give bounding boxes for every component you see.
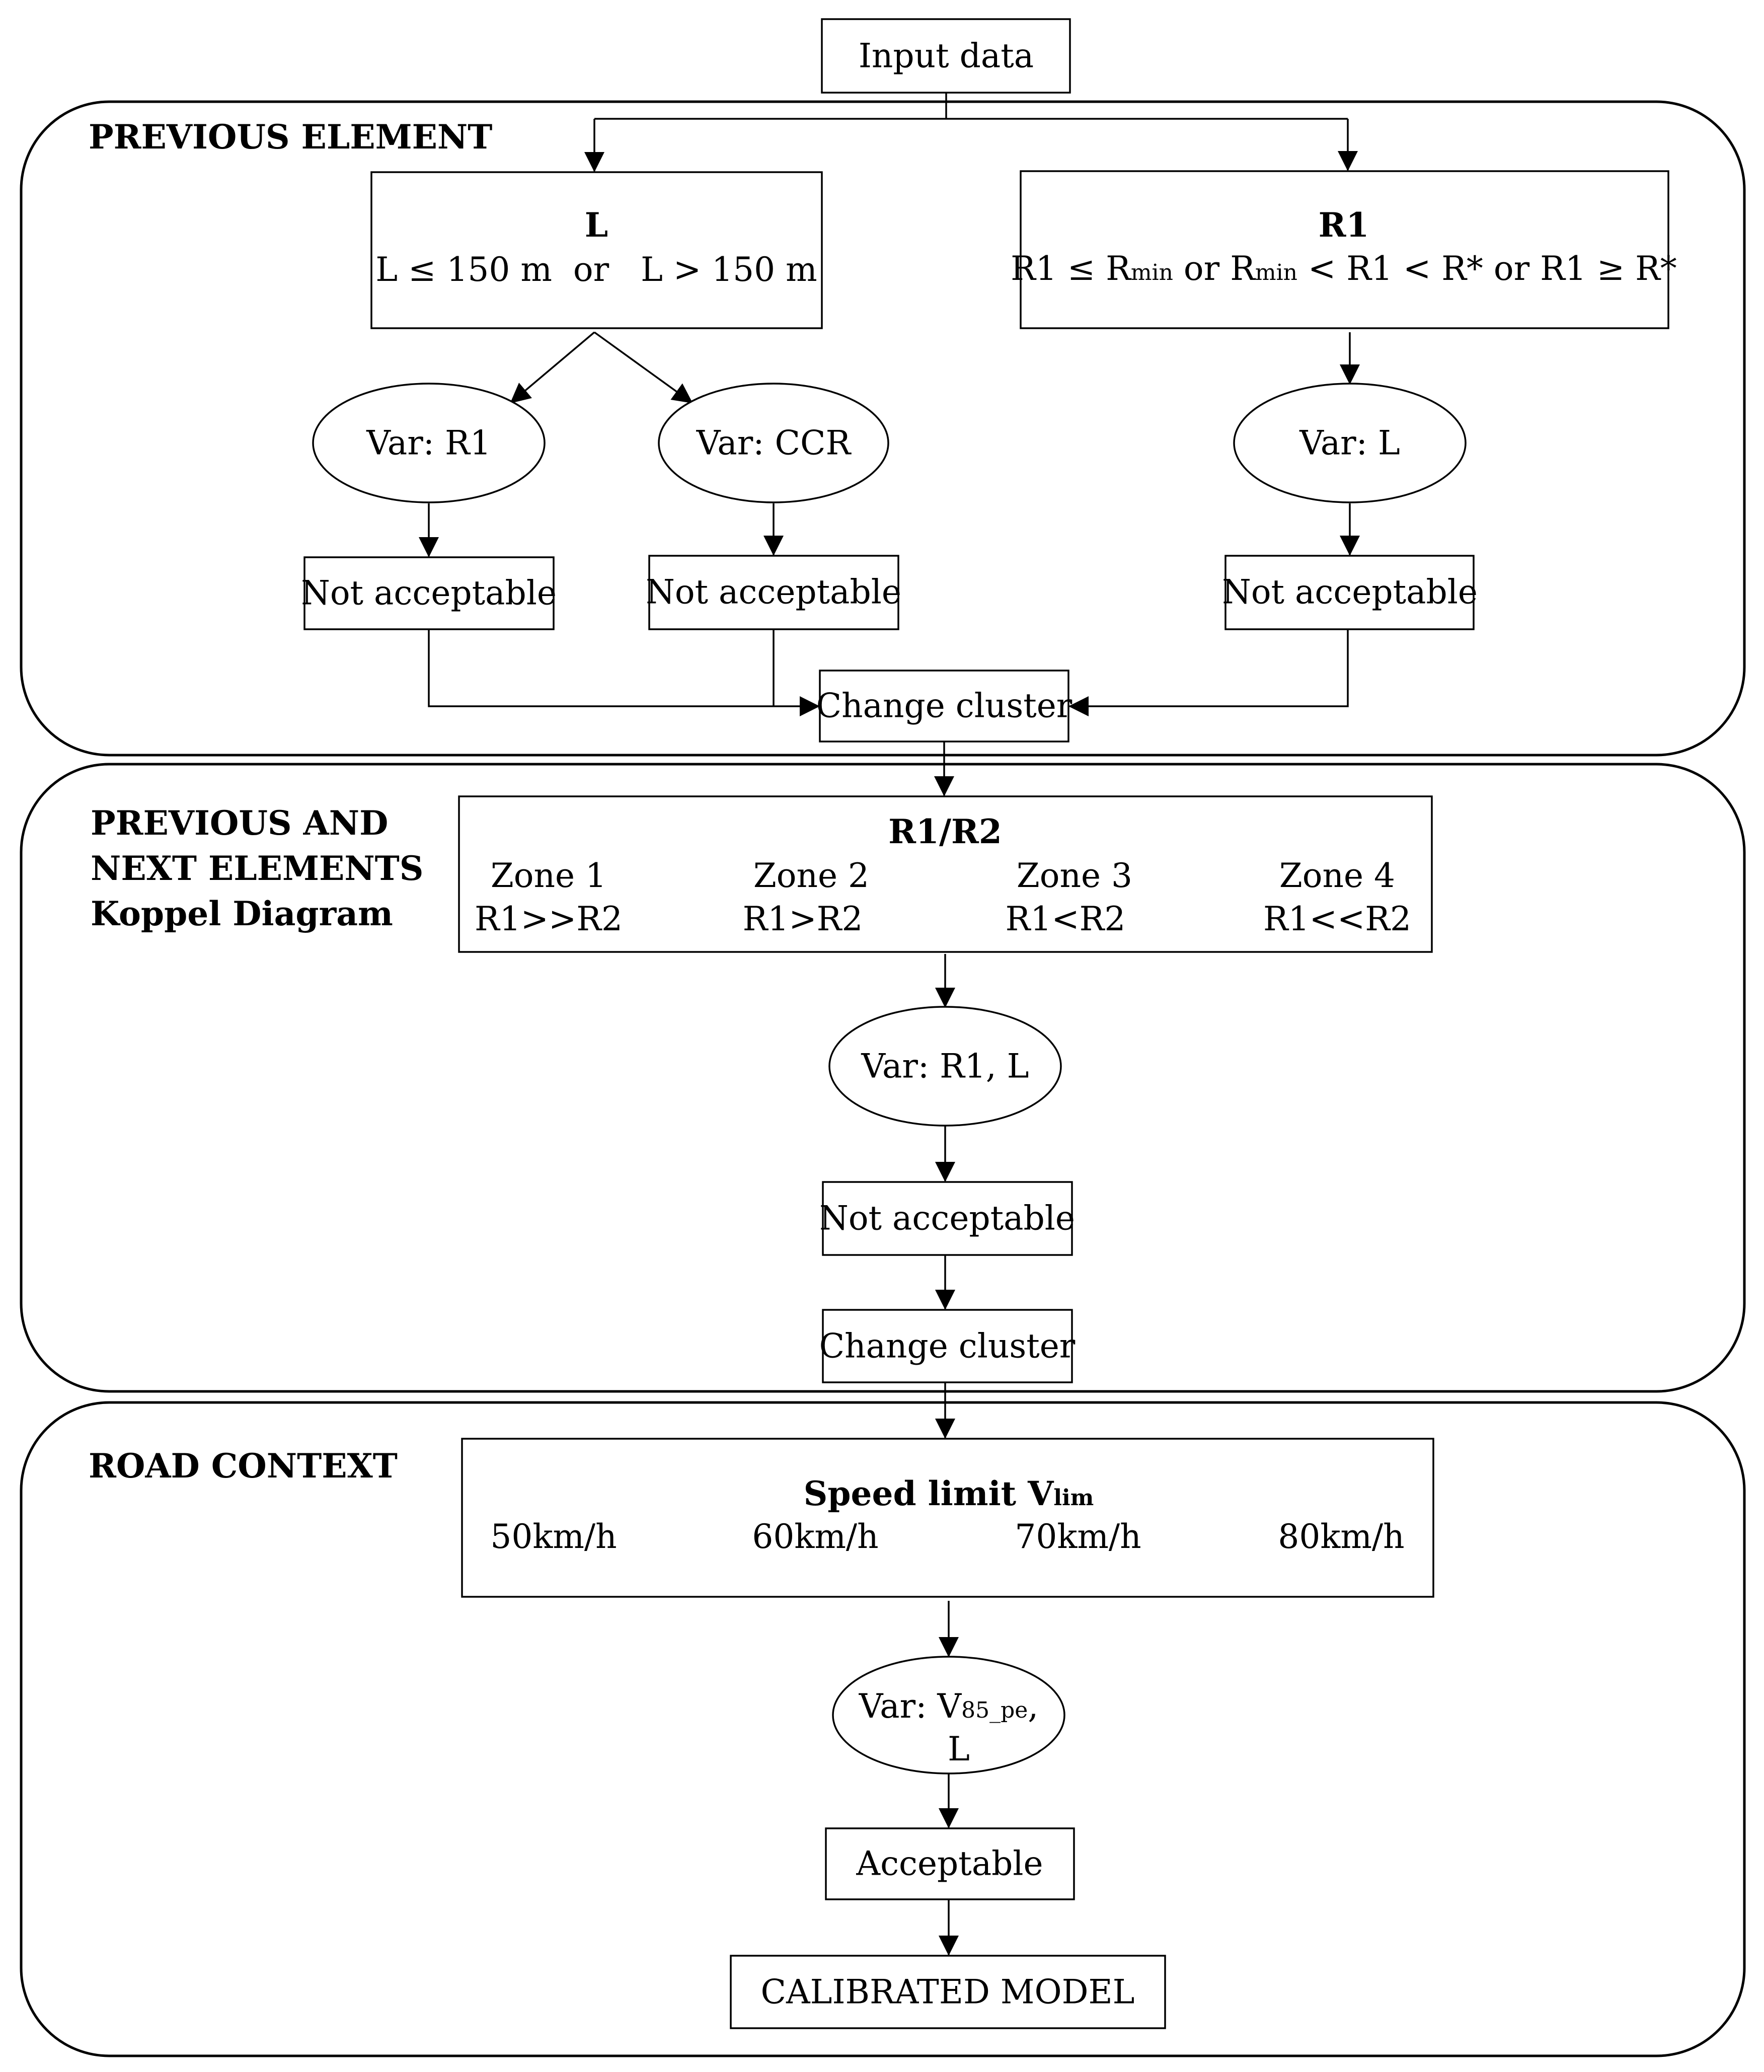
box-l-title: L [585, 205, 608, 245]
box-r1r2 [458, 795, 1433, 953]
box-speed-limit-title: Speed limit Vlim [804, 1474, 1094, 1513]
ellipse-var-v85-line1: Var: V85_pe, [859, 1687, 1039, 1726]
output-calibrated-model-label: CALIBRATED MODEL [760, 1973, 1134, 2012]
speed-60: 60km/h [752, 1517, 878, 1556]
ellipse-var-r1-l-label: Var: R1, L [861, 1047, 1029, 1086]
action-change-cluster-2 [822, 1309, 1073, 1383]
result-acceptable [825, 1827, 1075, 1900]
connector-l-to-var-r1 [510, 331, 595, 404]
result-not-acceptable-left [303, 556, 555, 630]
ellipse-var-l-label: Var: L [1299, 424, 1400, 463]
ellipse-var-ccr [658, 383, 889, 503]
box-l [370, 171, 823, 329]
action-change-cluster-1-label: Change cluster [816, 687, 1072, 725]
connector-left-result-to-cluster [428, 629, 820, 716]
connector-l-to-var-ccr [593, 331, 693, 404]
result-not-acceptable-mid [648, 555, 899, 630]
ellipse-var-r1-label: Var: R1 [366, 424, 491, 463]
zone-4-relation: R1<<R2 [1263, 900, 1411, 938]
result-right-label: Not acceptable [1222, 573, 1478, 612]
panel3-title: ROAD CONTEXT [89, 1446, 398, 1486]
result-not-acceptable-right [1224, 555, 1475, 630]
output-calibrated-model [730, 1955, 1166, 2029]
ellipse-var-ccr-label: Var: CCR [696, 424, 852, 463]
zone-4-name: Zone 4 [1279, 856, 1395, 895]
input-box [821, 18, 1071, 94]
box-r1 [1020, 170, 1669, 329]
ellipse-var-v85 [832, 1656, 1065, 1774]
speed-80: 80km/h [1278, 1517, 1404, 1556]
zone-1-name: Zone 1 [491, 856, 606, 895]
result-not-acceptable-2 [822, 1181, 1073, 1256]
box-r1-condition: R1 ≤ Rmin or Rmin < R1 < R* or R1 ≥ R* [1011, 249, 1677, 288]
box-l-condition: L ≤ 150 m or L > 150 m [375, 250, 817, 289]
zone-2-relation: R1>R2 [743, 900, 863, 938]
zone-3-name: Zone 3 [1017, 856, 1132, 895]
box-r1-title: R1 [1319, 205, 1369, 245]
action-change-cluster-1 [819, 670, 1069, 743]
zone-1-relation: R1>>R2 [475, 900, 623, 938]
panel1-title: PREVIOUS ELEMENT [89, 117, 492, 157]
box-speed-limit [461, 1438, 1434, 1598]
zone-2-name: Zone 2 [753, 856, 869, 895]
panel2-title-line1: PREVIOUS AND [91, 803, 388, 843]
action-change-cluster-2-label: Change cluster [819, 1327, 1076, 1366]
speed-70: 70km/h [1015, 1517, 1141, 1556]
connectors [419, 93, 1360, 1956]
ellipse-var-l [1233, 383, 1467, 503]
panel2-title-line2: NEXT ELEMENTS [91, 849, 423, 888]
box-r1r2-title: R1/R2 [888, 812, 1002, 851]
result-not-acceptable-2-label: Not acceptable [819, 1199, 1075, 1238]
ellipse-var-r1 [312, 383, 546, 503]
result-left-label: Not acceptable [301, 574, 557, 613]
ellipse-var-v85-line2: L [948, 1730, 970, 1768]
speed-50: 50km/h [490, 1517, 617, 1556]
connector-right-result-to-cluster [1068, 629, 1349, 716]
input-label: Input data [859, 37, 1034, 76]
ellipse-var-r1-l [828, 1006, 1062, 1127]
panel2-title-line3: Koppel Diagram [91, 894, 393, 933]
zone-3-relation: R1<R2 [1006, 900, 1126, 938]
result-acceptable-label: Acceptable [856, 1844, 1043, 1883]
result-mid-label: Not acceptable [646, 573, 901, 612]
